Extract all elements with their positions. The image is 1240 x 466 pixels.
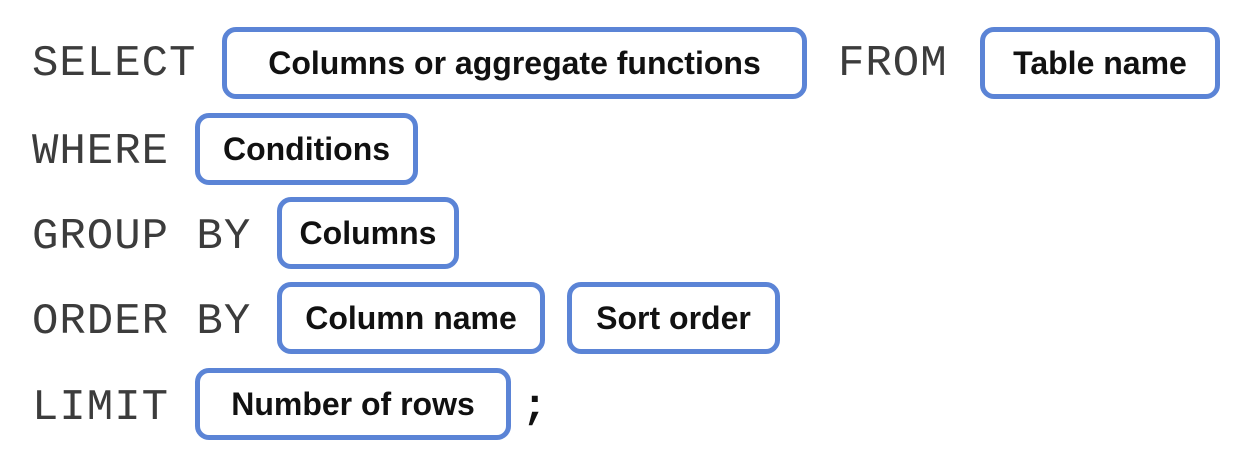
group-by-keyword: GROUP BY [32, 212, 252, 262]
limit-rows-placeholder: Number of rows [195, 368, 511, 440]
order-by-keyword: ORDER BY [32, 297, 252, 347]
group-by-columns-placeholder: Columns [277, 197, 459, 269]
order-by-column-placeholder: Column name [277, 282, 545, 354]
select-keyword: SELECT [32, 39, 197, 89]
order-by-sort-placeholder: Sort order [567, 282, 780, 354]
from-table-placeholder: Table name [980, 27, 1220, 99]
where-keyword: WHERE [32, 127, 170, 177]
from-keyword: FROM [838, 39, 948, 89]
limit-keyword: LIMIT [32, 383, 170, 433]
statement-terminator: ; [522, 383, 548, 431]
where-conditions-placeholder: Conditions [195, 113, 418, 185]
select-columns-placeholder: Columns or aggregate functions [222, 27, 807, 99]
